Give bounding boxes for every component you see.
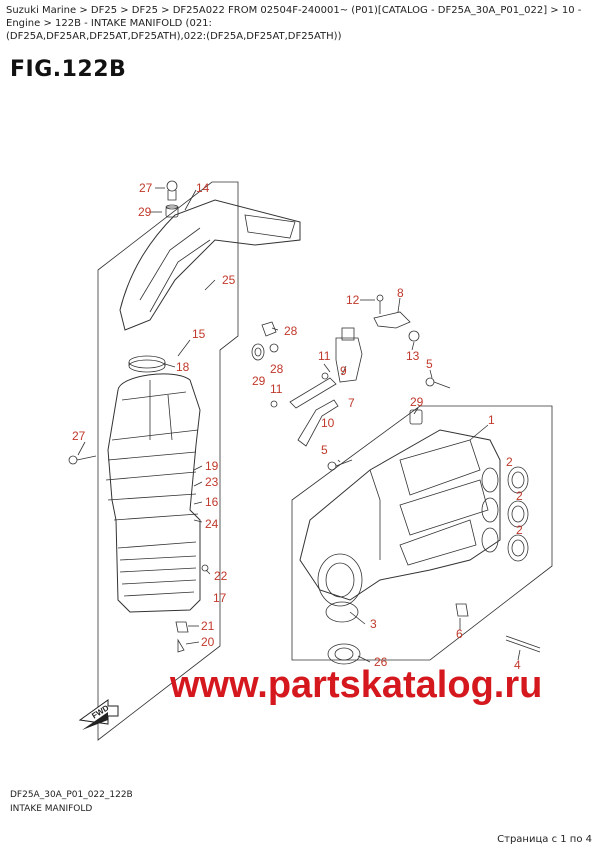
callout-8: 8: [397, 286, 404, 300]
callout-18: 18: [176, 360, 190, 374]
callout-28-mid: 28: [270, 362, 284, 376]
callout-5-lower: 5: [321, 443, 328, 457]
callout-29-top: 29: [138, 205, 152, 219]
breadcrumb: Suzuki Marine > DF25 > DF25 > DF25A022 F…: [6, 4, 594, 43]
figure-title: FIG.122B: [10, 57, 127, 82]
callout-19: 19: [205, 459, 219, 473]
callout-1: 1: [488, 413, 495, 427]
callout-24: 24: [205, 517, 219, 531]
callout-11-lower: 11: [270, 382, 283, 396]
callout-4: 4: [514, 658, 521, 672]
manifold-body: [299, 429, 501, 601]
callout-6: 6: [456, 627, 463, 641]
callout-25: 25: [222, 273, 236, 287]
callout-26: 26: [374, 655, 388, 669]
page-info: Страница с 1 по 4: [497, 834, 592, 845]
callout-14: 14: [196, 181, 210, 195]
part-14-guide: [119, 199, 301, 331]
callout-5-upper: 5: [426, 357, 433, 371]
callout-16: 16: [205, 495, 219, 509]
callout-11-upper: 11: [318, 349, 331, 363]
watermark: www.partskatalog.ru: [170, 664, 543, 706]
callout-12: 12: [346, 293, 360, 307]
callout-23: 23: [205, 475, 219, 489]
callout-27-left: 27: [72, 429, 86, 443]
right-group-outline: [291, 405, 553, 661]
callout-2-c: 2: [516, 523, 523, 537]
callout-7: 7: [348, 396, 355, 410]
callout-13: 13: [406, 349, 420, 363]
callout-29-mid: 29: [252, 374, 266, 388]
breadcrumb-line-1: Suzuki Marine > DF25 > DF25 > DF25A022 F…: [6, 5, 582, 29]
callout-10: 10: [321, 416, 335, 430]
callout-17: 17: [213, 591, 227, 605]
callout-2-a: 2: [506, 455, 513, 469]
silencer-body: [107, 373, 201, 613]
callout-20: 20: [201, 635, 215, 649]
callout-22: 22: [214, 569, 228, 583]
callout-27-top: 27: [139, 181, 153, 195]
footer-name: INTAKE MANIFOLD: [10, 804, 93, 814]
callout-3: 3: [370, 617, 377, 631]
breadcrumb-line-2: (DF25A,DF25AR,DF25AT,DF25ATH),022:(DF25A…: [6, 31, 342, 42]
footer-code: DF25A_30A_P01_022_122B: [10, 790, 133, 800]
callout-28-top: 28: [284, 324, 298, 338]
callout-29-right: 29: [410, 395, 424, 409]
left-group-outline: [97, 181, 239, 741]
callout-21: 21: [201, 619, 215, 633]
callout-2-b: 2: [516, 489, 523, 503]
fwd-arrow-icon: FWD: [78, 699, 119, 730]
callout-15: 15: [192, 327, 206, 341]
callout-9: 9: [340, 364, 347, 378]
